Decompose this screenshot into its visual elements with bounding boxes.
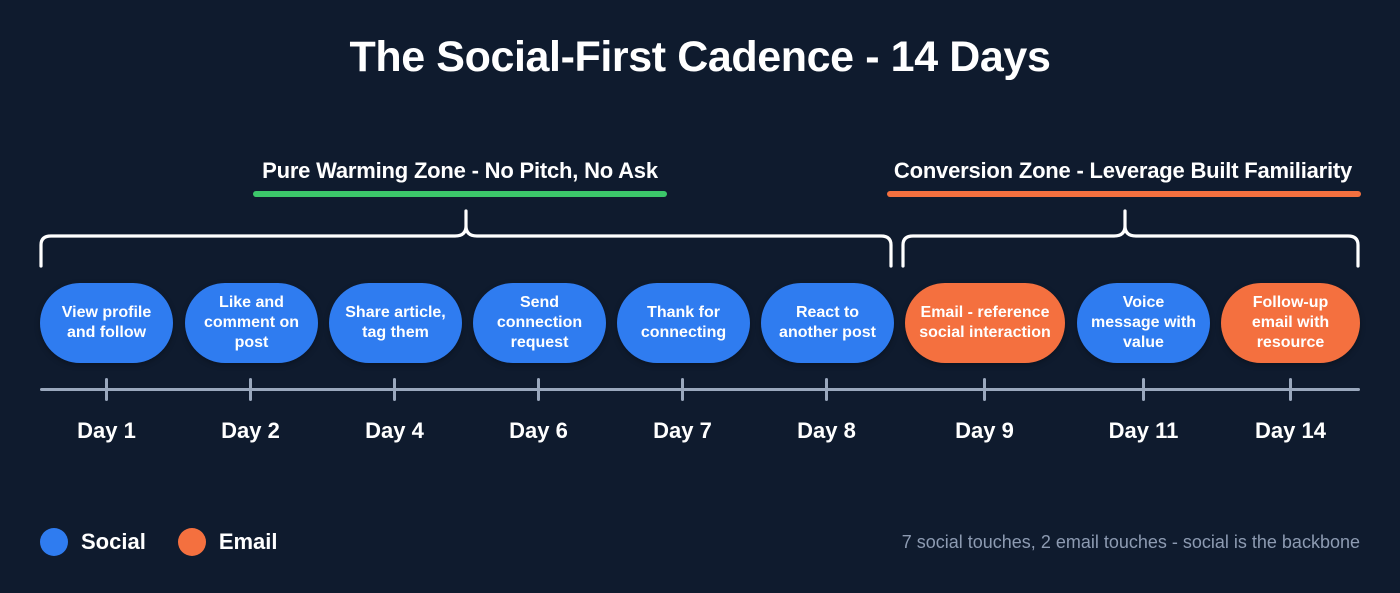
step-pill-label: Share article, tag them (345, 304, 446, 341)
legend-item-social: Social (40, 528, 146, 556)
zone-heading-warming: Pure Warming Zone - No Pitch, No Ask (247, 158, 673, 197)
legend-item-email: Email (177, 528, 278, 556)
axis-tick-day-8 (825, 378, 828, 401)
step-pill-day-2[interactable]: Like and comment on post (185, 283, 318, 363)
axis-tick-day-14 (1289, 378, 1292, 401)
step-pill-label: Thank for connecting (640, 304, 727, 341)
step-pill-day-8[interactable]: React to another post (761, 283, 894, 363)
zone-heading-conversion: Conversion Zone - Leverage Built Familia… (884, 158, 1362, 197)
day-label-day-7: Day 7 (653, 418, 712, 443)
step-pill-day-6[interactable]: Send connection request (473, 283, 606, 363)
step-pill-day-7[interactable]: Thank for connecting (617, 283, 750, 363)
zone-label-warming: Pure Warming Zone - No Pitch, No Ask (262, 158, 658, 183)
step-pill-label: Email - reference social interaction (919, 304, 1051, 341)
axis-tick-day-2 (249, 378, 252, 401)
legend: Social Email (40, 528, 278, 556)
step-pill-label: Follow-up email with resource (1251, 294, 1330, 351)
axis-tick-day-11 (1142, 378, 1145, 401)
day-label-day-9: Day 9 (955, 418, 1014, 443)
step-pill-label: Voice message with value (1091, 294, 1196, 351)
axis-tick-day-9 (983, 378, 986, 401)
zone-rule-warming (253, 191, 667, 197)
step-pill-row: View profile and follow Like and comment… (0, 283, 1400, 365)
summary-footnote: 7 social touches, 2 email touches - soci… (901, 532, 1360, 552)
step-pill-day-4[interactable]: Share article, tag them (329, 283, 462, 363)
step-pill-day-11[interactable]: Voice message with value (1077, 283, 1210, 363)
page-title: The Social-First Cadence - 14 Days (349, 33, 1051, 81)
step-pill-label: View profile and follow (61, 304, 152, 341)
day-label-day-11: Day 11 (1108, 418, 1179, 443)
axis-tick-day-6 (537, 378, 540, 401)
legend-label-email: Email (218, 529, 278, 554)
day-label-day-4: Day 4 (365, 418, 424, 443)
zone-label-conversion: Conversion Zone - Leverage Built Familia… (893, 158, 1353, 183)
step-pill-day-14[interactable]: Follow-up email with resource (1221, 283, 1360, 363)
social-dot-icon (40, 528, 68, 556)
axis-tick-day-7 (681, 378, 684, 401)
day-label-day-2: Day 2 (221, 418, 280, 443)
step-pill-label: Like and comment on post (203, 294, 300, 351)
brace-warming-icon (39, 209, 893, 268)
legend-label-social: Social (81, 529, 146, 554)
brace-conversion-icon (901, 209, 1360, 268)
step-pill-label: React to another post (779, 304, 876, 341)
timeline-axis (40, 388, 1360, 391)
step-pill-day-9[interactable]: Email - reference social interaction (905, 283, 1065, 363)
day-label-day-6: Day 6 (509, 418, 568, 443)
day-label-day-8: Day 8 (797, 418, 856, 443)
day-label-day-14: Day 14 (1255, 418, 1326, 443)
step-pill-label: Send connection request (496, 294, 583, 351)
step-pill-day-1[interactable]: View profile and follow (40, 283, 173, 363)
axis-tick-day-1 (105, 378, 108, 401)
zone-rule-conversion (887, 191, 1361, 197)
axis-tick-day-4 (393, 378, 396, 401)
email-dot-icon (177, 528, 206, 556)
day-label-day-1: Day 1 (77, 418, 136, 443)
